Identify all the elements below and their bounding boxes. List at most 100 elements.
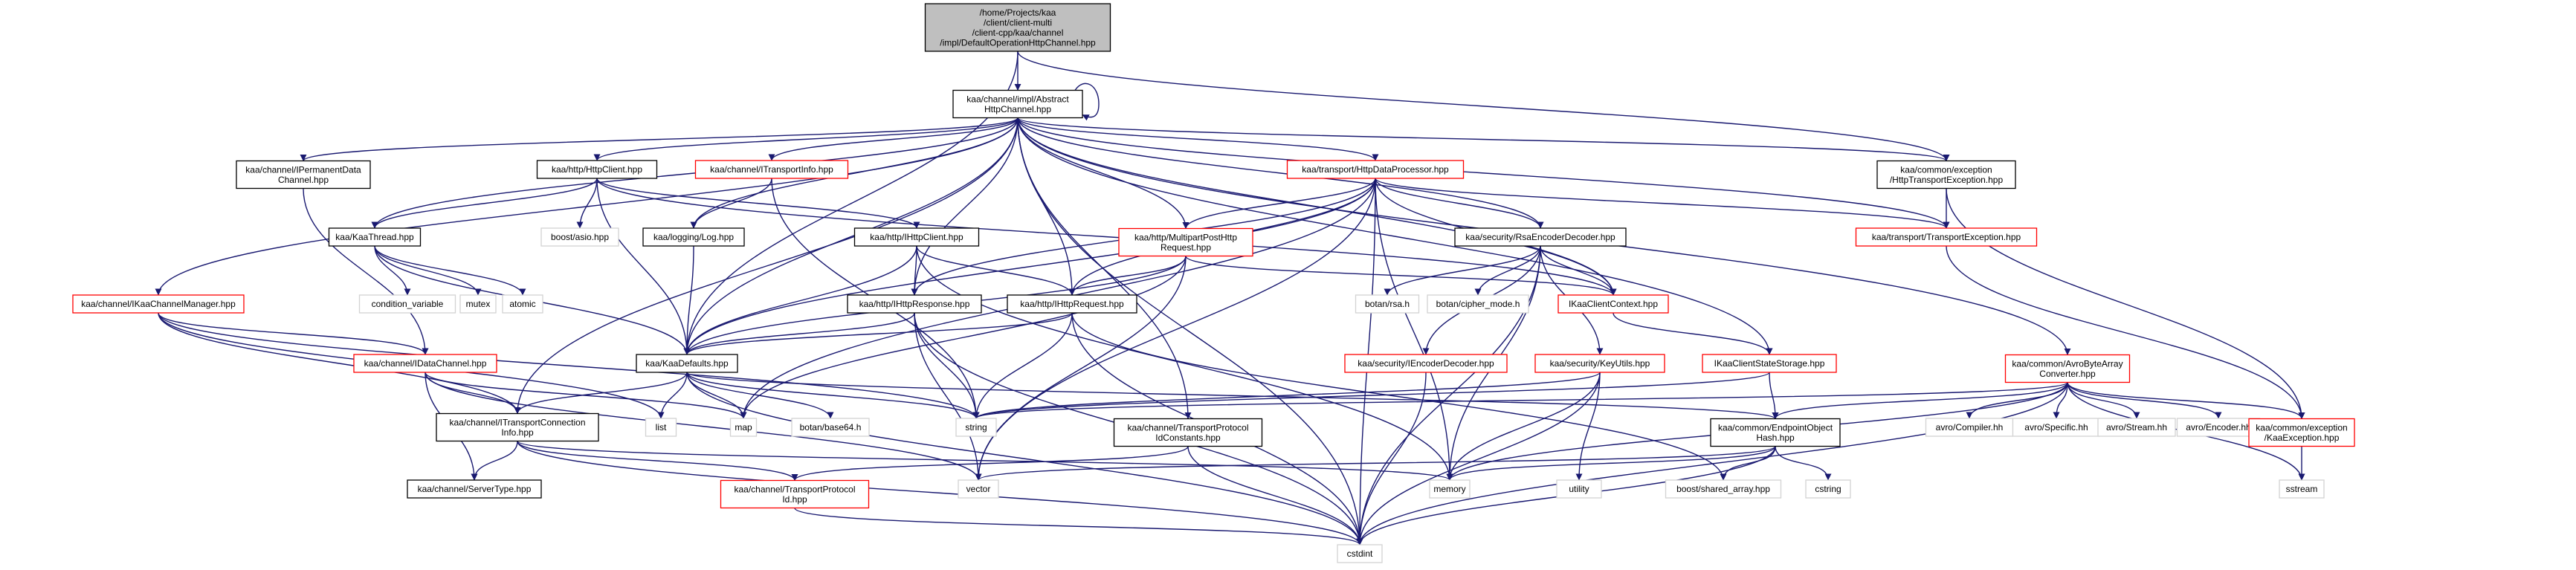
node-box <box>536 160 658 179</box>
node-box <box>353 354 497 373</box>
node-log[interactable]: kaa/logging/Log.hpp <box>642 227 745 247</box>
node-box <box>636 354 738 373</box>
node-box <box>72 294 245 314</box>
node-label: IdConstants.hpp <box>1155 433 1221 443</box>
node-servertype[interactable]: kaa/channel/ServerType.hpp <box>407 479 542 499</box>
edges-layer <box>155 51 2305 545</box>
node-label: kaa/security/IEncoderDecoder.hpp <box>1358 358 1494 369</box>
node-box <box>1118 227 1253 257</box>
node-keyutils[interactable]: kaa/security/KeyUtils.hpp <box>1534 354 1665 373</box>
edge-itci-to-cstdint <box>517 441 1363 545</box>
node-label: map <box>735 422 752 433</box>
edge-ahc-to-ikcs <box>1017 117 1773 355</box>
node-botanb64: botan/base64.h <box>791 418 870 437</box>
node-box <box>1805 479 1851 499</box>
node-label: kaa/channel/IDataChannel.hpp <box>364 358 487 369</box>
edge-idc-to-vector <box>425 372 982 481</box>
node-box <box>459 294 497 314</box>
edge-idc-to-itci <box>425 372 521 414</box>
node-label: kaa/transport/HttpDataProcessor.hpp <box>1302 164 1449 175</box>
edge-ihttpclient-to-ihttpreq <box>916 245 1076 296</box>
node-label: /client-cpp/kaa/channel <box>972 27 1064 38</box>
node-label: HttpChannel.hpp <box>984 104 1051 114</box>
node-label: botan/cipher_mode.h <box>1436 299 1520 309</box>
node-cstring: cstring <box>1805 479 1851 499</box>
node-box <box>407 479 542 499</box>
node-cstdint: cstdint <box>1337 544 1383 563</box>
node-rsa[interactable]: kaa/security/RsaEncoderDecoder.hpp <box>1454 227 1627 247</box>
edge-httpclient-to-kaathread <box>371 178 598 229</box>
edge-icm-to-itci <box>158 312 521 414</box>
edge-abac-to-string <box>972 381 2068 419</box>
edge-abac-to-cstdint <box>1356 382 2068 545</box>
node-label: memory <box>1433 484 1465 494</box>
edge-httpclient-to-boostasio <box>576 178 598 229</box>
node-ihttpclient[interactable]: kaa/http/IHttpClient.hpp <box>853 227 980 247</box>
edge-kaadefaults-to-botanb64 <box>686 372 834 419</box>
node-box <box>1702 354 1837 373</box>
node-tpic[interactable]: kaa/channel/TransportProtocolIdConstants… <box>1113 418 1263 447</box>
node-box <box>853 227 980 247</box>
edge-kaathread-to-mutex <box>374 245 482 296</box>
node-label: kaa/logging/Log.hpp <box>653 232 734 242</box>
node-label: kaa/security/KeyUtils.hpp <box>1550 358 1650 369</box>
node-box <box>1454 227 1627 247</box>
node-label: avro/Compiler.hh <box>1936 422 2004 433</box>
node-label: mutex <box>466 299 491 309</box>
node-vector: vector <box>958 479 999 499</box>
node-itransinfo[interactable]: kaa/channel/ITransportInfo.hpp <box>694 160 849 179</box>
edge-ihttpclient-to-kaadefaults <box>683 245 917 355</box>
edge-root-to-hte <box>1017 51 1950 161</box>
node-label: atomic <box>509 299 535 309</box>
edge-rsa-to-botancm <box>1474 245 1541 296</box>
node-label: kaa/common/AvroByteArray <box>2012 358 2123 369</box>
edge-ihttpresp-to-string <box>914 312 980 419</box>
node-label: avro/Encoder.hh <box>2186 422 2250 433</box>
node-box <box>642 227 745 247</box>
node-box <box>1429 479 1471 499</box>
node-hdp[interactable]: kaa/transport/HttpDataProcessor.hpp <box>1286 160 1465 179</box>
node-label: kaa/channel/ServerType.hpp <box>418 484 532 494</box>
node-box <box>1427 294 1529 314</box>
edge-rsa-to-ikcc <box>1540 245 1617 296</box>
edge-ikcs-to-string <box>972 372 1770 419</box>
edge-kaadefaults-to-string <box>686 372 980 419</box>
node-idc[interactable]: kaa/channel/IDataChannel.hpp <box>353 354 497 373</box>
edge-ahc-to-itci <box>514 117 1019 414</box>
node-ikcs[interactable]: IKaaClientStateStorage.hpp <box>1702 354 1837 373</box>
node-box <box>502 294 543 314</box>
node-icm[interactable]: kaa/channel/IKaaChannelManager.hpp <box>72 294 245 314</box>
node-avrocompiler: avro/Compiler.hh <box>1925 418 2014 437</box>
edge-kaadefaults-to-itci <box>514 372 688 414</box>
node-label: /KaaException.hpp <box>2265 433 2340 443</box>
node-root[interactable]: /home/Projects/kaa/client/client-multi/c… <box>924 3 1111 52</box>
node-kaaexc[interactable]: kaa/common/exception/KaaException.hpp <box>2248 418 2355 447</box>
node-label: kaa/common/exception <box>2256 422 2347 433</box>
node-ihttpreq[interactable]: kaa/http/IHttpRequest.hpp <box>1007 294 1137 314</box>
node-ikcc[interactable]: IKaaClientContext.hpp <box>1557 294 1669 314</box>
edge-httpclient-to-kaadefaults <box>596 178 691 355</box>
node-kaadefaults[interactable]: kaa/KaaDefaults.hpp <box>636 354 738 373</box>
edge-ihttpresp-to-vector <box>914 312 982 481</box>
edge-log-to-kaadefaults <box>683 245 694 355</box>
node-iencdec[interactable]: kaa/security/IEncoderDecoder.hpp <box>1344 354 1508 373</box>
node-ihttpresp[interactable]: kaa/http/IHttpResponse.hpp <box>847 294 982 314</box>
node-label: kaa/channel/TransportProtocol <box>735 484 856 494</box>
node-box <box>2097 418 2176 437</box>
node-label: /impl/DefaultOperationHttpChannel.hpp <box>940 37 1096 48</box>
edge-itci-to-memory <box>517 440 1453 481</box>
edge-eoh-to-bsa <box>1720 446 1776 481</box>
node-box <box>1286 160 1465 179</box>
node-kaathread[interactable]: kaa/KaaThread.hpp <box>328 227 422 247</box>
node-label: /HttpTransportException.hpp <box>1890 175 2004 185</box>
node-te[interactable]: kaa/transport/TransportException.hpp <box>1855 227 2038 247</box>
node-hte[interactable]: kaa/common/exception/HttpTransportExcept… <box>1876 160 2016 190</box>
node-httpclient[interactable]: kaa/http/HttpClient.hpp <box>536 160 658 179</box>
